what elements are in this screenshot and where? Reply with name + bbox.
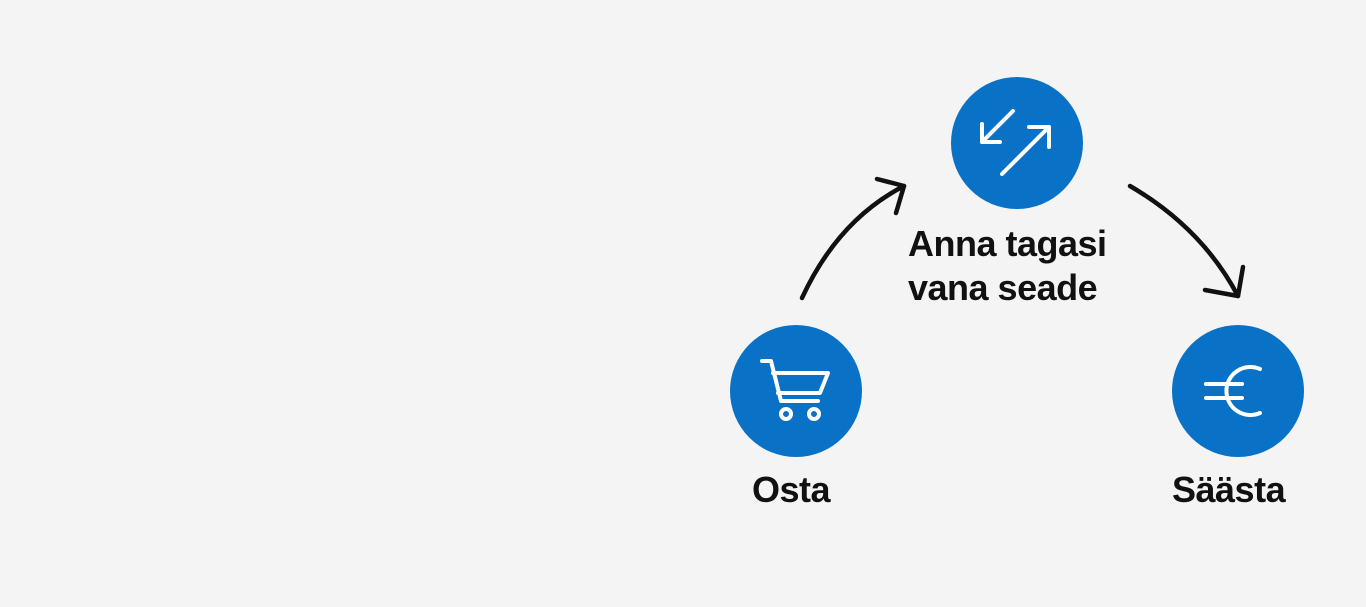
shopping-cart-icon [760,359,830,421]
step-trade-label: Anna tagasi vana seade [908,222,1148,310]
step-save-label-line: Säästa [1172,469,1286,510]
exchange-arrows-icon [980,109,1051,176]
arrow-buy-to-trade [799,183,907,301]
euro-icon [1204,365,1262,417]
step-buy-label-line: Osta [752,469,831,510]
step-buy-label: Osta [752,469,831,511]
step-trade-label-line-2: vana seade [908,267,1098,308]
arrow-trade-to-save [1127,183,1241,299]
step-trade-circle [951,77,1083,209]
step-save-label: Säästa [1172,469,1286,511]
step-trade-label-line-1: Anna tagasi [908,223,1107,264]
step-buy-circle [730,325,862,457]
arrow-trade-to-save-head [1202,264,1246,299]
arrow-buy-to-trade-head [874,176,907,216]
step-save-circle [1172,325,1304,457]
